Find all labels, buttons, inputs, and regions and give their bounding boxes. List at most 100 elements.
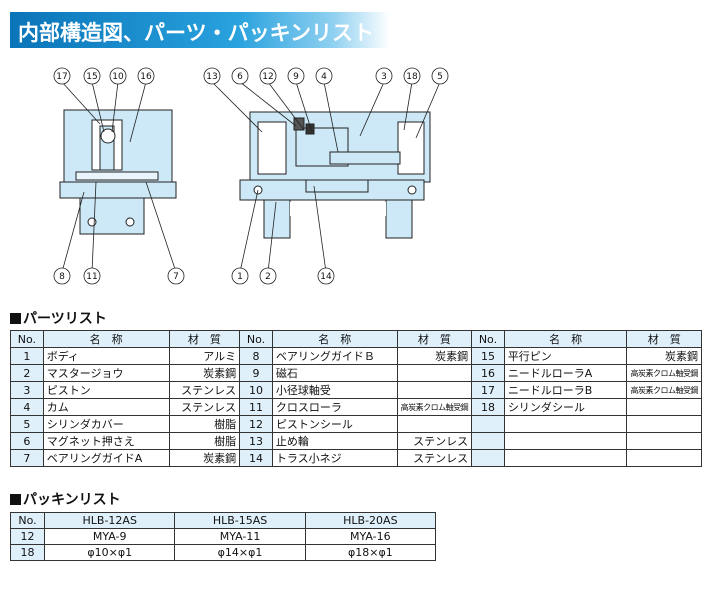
part-no: 2 xyxy=(10,364,44,382)
parts-list-heading: パーツリスト xyxy=(10,308,107,328)
callout-label: 11 xyxy=(86,272,97,282)
packing-value: MYA-16 xyxy=(304,528,437,545)
part-no: 12 xyxy=(239,415,273,433)
part-no: 9 xyxy=(239,364,273,382)
packing-header-model: HLB-20AS xyxy=(304,512,437,529)
part-no: 14 xyxy=(239,449,273,467)
header-name: 名 称 xyxy=(42,330,170,348)
part-name: ニードルローラA xyxy=(503,364,628,382)
callout-label: 13 xyxy=(206,72,217,82)
page-title: 内部構造図、パーツ・パッキンリスト xyxy=(18,21,374,45)
packing-value: φ14×φ1 xyxy=(174,544,306,561)
part-material: ステンレス xyxy=(396,432,473,450)
part-name: ピストンシール xyxy=(271,415,398,433)
packing-value: φ18×φ1 xyxy=(304,544,437,561)
callout-label: 8 xyxy=(59,272,65,282)
part-name: クロスローラ xyxy=(271,398,398,416)
part-no: 4 xyxy=(10,398,44,416)
part-material: ステンレス xyxy=(168,398,241,416)
part-name: ピストン xyxy=(42,381,170,399)
part-no: 3 xyxy=(10,381,44,399)
callout-label: 5 xyxy=(437,72,443,82)
part-material xyxy=(626,415,702,433)
part-material xyxy=(626,398,702,416)
header-no: No. xyxy=(10,330,44,348)
part-name: 磁石 xyxy=(271,364,398,382)
part-name xyxy=(503,432,628,450)
part-material: 樹脂 xyxy=(168,415,241,433)
part-no xyxy=(471,449,505,467)
part-name: シリンダシール xyxy=(503,398,628,416)
part-name: 小径球軸受 xyxy=(271,381,398,399)
callout-label: 6 xyxy=(237,72,243,82)
part-name xyxy=(503,449,628,467)
part-material: 炭素鋼 xyxy=(168,364,241,382)
callout-label: 2 xyxy=(265,272,271,282)
part-material: 炭素鋼 xyxy=(626,347,702,365)
parts-header-row: No. 名 称 材 質 No. 名 称 材 質 No. 名 称 材 質 xyxy=(10,330,702,348)
part-no: 11 xyxy=(239,398,273,416)
part-no: 1 xyxy=(10,347,44,365)
part-no: 10 xyxy=(239,381,273,399)
part-material xyxy=(396,415,473,433)
part-name: ニードルローラB xyxy=(503,381,628,399)
callout-label: 17 xyxy=(56,72,67,82)
part-no: 13 xyxy=(239,432,273,450)
part-material: 高炭素クロム軸受鋼 xyxy=(626,381,702,399)
callout-label: 10 xyxy=(112,72,124,82)
callout-label: 16 xyxy=(140,72,152,82)
packing-value: MYA-9 xyxy=(44,528,176,545)
packing-no: 12 xyxy=(9,528,46,545)
packing-table: No. HLB-12AS HLB-15AS HLB-20AS 12 MYA-9 … xyxy=(9,512,437,561)
callout-label: 7 xyxy=(173,272,179,282)
part-no xyxy=(471,432,505,450)
part-no: 5 xyxy=(10,415,44,433)
callout-label: 15 xyxy=(86,72,97,82)
part-no: 7 xyxy=(10,449,44,467)
callout-label: 4 xyxy=(321,72,327,82)
packing-header-no: No. xyxy=(9,512,46,529)
internal-structure-drawing: 17 15 10 16 13 6 12 9 4 3 18 5 8 11 7 1 … xyxy=(53,67,449,285)
header-no: No. xyxy=(239,330,273,348)
packing-header-model: HLB-15AS xyxy=(174,512,306,529)
part-name: ベアリングガイドA xyxy=(42,449,170,467)
packing-list-heading: パッキンリスト xyxy=(10,489,121,509)
part-material: 炭素鋼 xyxy=(396,347,473,365)
callout-label: 3 xyxy=(381,72,387,82)
header-material: 材 質 xyxy=(396,330,473,348)
part-material: ステンレス xyxy=(168,381,241,399)
square-bullet-icon xyxy=(10,494,21,505)
table-row: 12 MYA-9 MYA-11 MYA-16 xyxy=(9,528,437,545)
part-material xyxy=(626,449,702,467)
part-no xyxy=(471,415,505,433)
header-name: 名 称 xyxy=(503,330,628,348)
part-name: マスタージョウ xyxy=(42,364,170,382)
part-name: 止め輪 xyxy=(271,432,398,450)
part-material: 樹脂 xyxy=(168,432,241,450)
part-material: ステンレス xyxy=(396,449,473,467)
part-name: ボディ xyxy=(42,347,170,365)
packing-value: φ10×φ1 xyxy=(44,544,176,561)
title-banner: 内部構造図、パーツ・パッキンリスト xyxy=(10,12,390,48)
part-name: カム xyxy=(42,398,170,416)
callout-label: 1 xyxy=(237,272,243,282)
header-no: No. xyxy=(471,330,505,348)
part-material xyxy=(396,381,473,399)
part-material: 高炭素クロム軸受鋼 xyxy=(626,364,702,382)
header-material: 材 質 xyxy=(626,330,702,348)
packing-value: MYA-11 xyxy=(174,528,306,545)
part-name: ベアリングガイドＢ xyxy=(271,347,398,365)
header-material: 材 質 xyxy=(168,330,241,348)
table-row: 18 φ10×φ1 φ14×φ1 φ18×φ1 xyxy=(9,544,437,561)
part-material xyxy=(396,364,473,382)
packing-header-model: HLB-12AS xyxy=(44,512,176,529)
callout-label: 18 xyxy=(406,72,418,82)
part-name: 平行ピン xyxy=(503,347,628,365)
square-bullet-icon xyxy=(10,313,21,324)
